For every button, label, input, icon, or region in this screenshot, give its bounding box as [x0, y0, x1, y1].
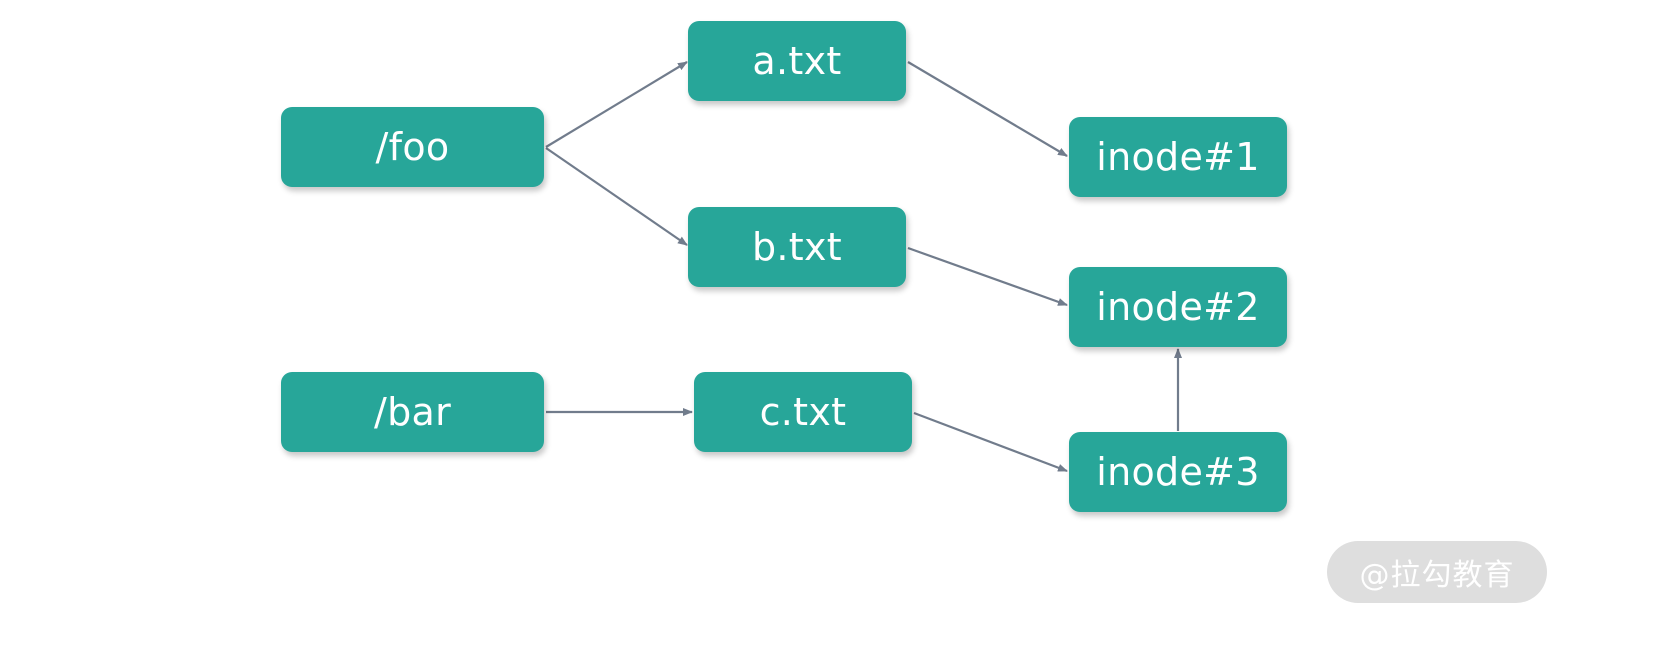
node-inode-2: inode#2	[1069, 267, 1287, 347]
edge-b-txt-to-inode2	[907, 246, 1068, 307]
watermark-badge: @拉勾教育	[1327, 541, 1547, 603]
edge-a-txt-to-inode1	[907, 61, 1068, 157]
node-bar: /bar	[281, 372, 544, 452]
edge-c-txt-to-inode3	[913, 411, 1068, 473]
node-b-txt: b.txt	[688, 207, 906, 287]
node-c-txt: c.txt	[694, 372, 912, 452]
edge-foo-to-a-txt	[545, 61, 688, 148]
node-inode-3: inode#3	[1069, 432, 1287, 512]
edge-foo-to-b-txt	[545, 147, 688, 246]
node-foo: /foo	[281, 107, 544, 187]
node-a-txt: a.txt	[688, 21, 906, 101]
node-inode-1: inode#1	[1069, 117, 1287, 197]
